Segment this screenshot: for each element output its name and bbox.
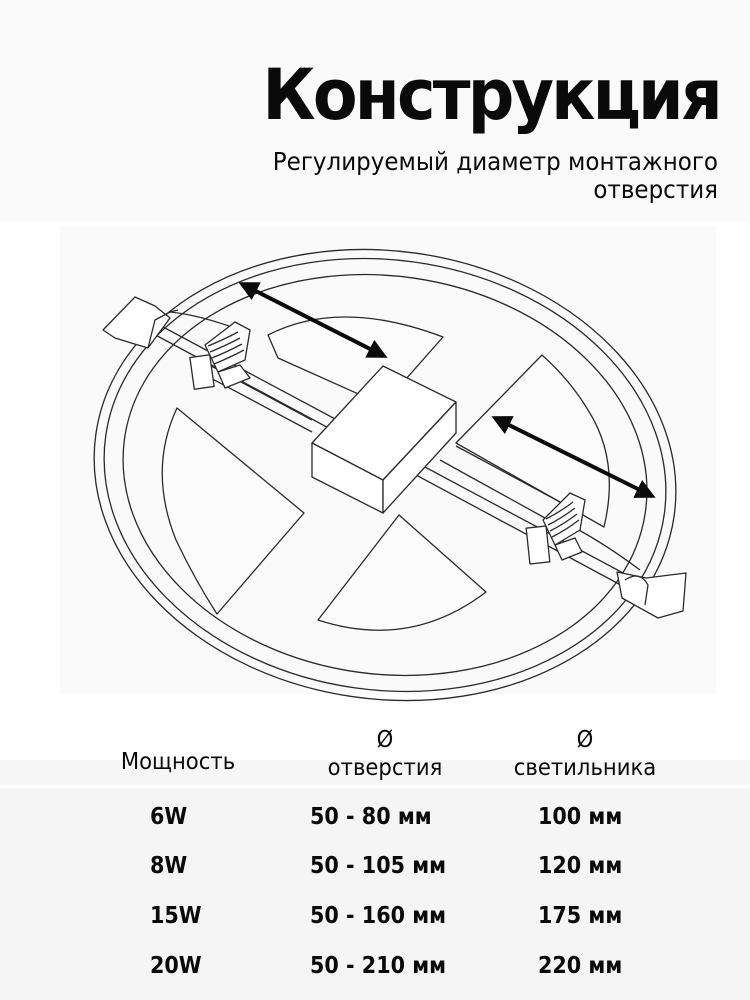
right-spring-clip	[525, 492, 687, 619]
outer-ring	[93, 248, 677, 702]
column-header-fixture-diameter: Ø светильника	[498, 726, 673, 782]
cell-power: 6W	[150, 804, 188, 830]
driver-box	[311, 365, 457, 514]
column-header-power: Мощность	[120, 749, 236, 775]
cell-hole-diameter: 50 - 105 мм	[310, 853, 447, 879]
diameter-symbol: Ø	[576, 727, 594, 753]
cell-fixture-diameter: 100 мм	[538, 804, 623, 830]
header-panel: Конструкция Регулируемый диаметр монтажн…	[0, 0, 750, 222]
table-header-band	[0, 760, 750, 785]
page-subtitle: Регулируемый диаметр монтажного отверсти…	[203, 148, 718, 204]
subtitle-line-2: отверстия	[593, 175, 718, 204]
cell-power: 8W	[150, 853, 188, 879]
double-arrow-right	[491, 416, 656, 498]
cell-power: 20W	[150, 953, 202, 979]
cell-hole-diameter: 50 - 160 мм	[310, 903, 447, 929]
cell-hole-diameter: 50 - 80 мм	[310, 804, 432, 830]
adjustment-arrows	[238, 282, 656, 498]
cell-fixture-diameter: 120 мм	[538, 853, 623, 879]
left-spring-clip	[102, 296, 251, 390]
page-title: Конструкция	[262, 54, 723, 136]
cell-hole-diameter: 50 - 210 мм	[310, 953, 447, 979]
cell-power: 15W	[150, 903, 202, 929]
cell-fixture-diameter: 175 мм	[538, 903, 623, 929]
construction-diagram	[60, 226, 716, 702]
cell-fixture-diameter: 220 мм	[538, 953, 623, 979]
diameter-symbol: Ø	[376, 727, 394, 753]
column-header-hole-diameter: Ø отверстия	[307, 726, 463, 782]
subtitle-line-1: Регулируемый диаметр монтажного	[272, 147, 718, 176]
table-body-band	[0, 788, 750, 1000]
double-arrow-left	[238, 282, 388, 358]
